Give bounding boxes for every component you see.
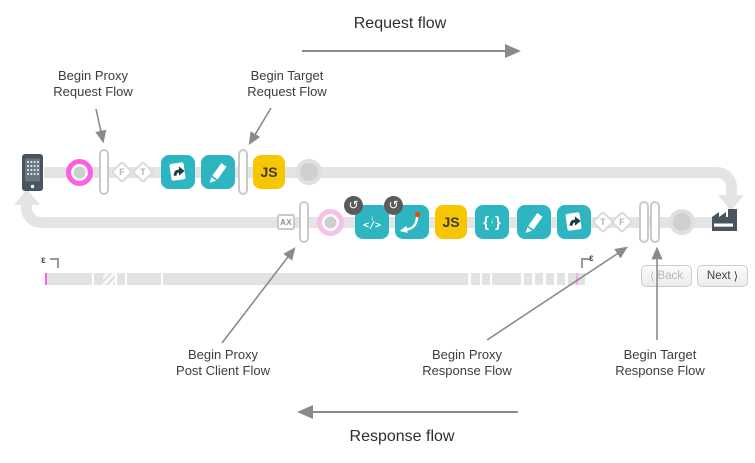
label-line: Response Flow [422,362,512,378]
analytics-ax-icon[interactable]: AX [277,214,295,230]
label-begin-target-request: Begin Target Request Flow [217,68,357,100]
down-arrow-glyph: ↓ [490,215,494,225]
timeline-segment[interactable] [471,273,480,285]
flow-capsule-begin-proxy-request[interactable] [99,149,109,195]
label-begin-target-response: Begin Target Response Flow [585,347,735,379]
code-glyph: ↓ </> [362,212,382,231]
flow-capsule-begin-proxy-response[interactable] [639,201,649,243]
timeline-segment[interactable] [578,273,585,285]
timeline-segment[interactable] [47,273,92,285]
transition-circle-proxy-start[interactable] [66,159,93,186]
transition-circle-target-end[interactable] [669,209,695,235]
timeline-cursor-tick[interactable] [576,273,578,285]
js-icon[interactable]: JS [253,155,285,189]
timeline-segment[interactable] [524,273,532,285]
label-line: Request Flow [247,83,327,99]
label-line: Response Flow [615,362,705,378]
js-icon[interactable]: JS [435,205,467,239]
response-track-arrowhead [14,189,40,205]
timeline-segment[interactable] [127,273,161,285]
timeline-segment[interactable] [557,273,565,285]
timeline-segment[interactable] [482,273,490,285]
condition-letter: T [140,167,146,177]
code-label: </> [362,219,382,231]
loop-badge-icon: ↺ [384,196,403,215]
condition-diamond-false[interactable]: F [110,160,134,184]
collapse-bracket-left [50,258,59,268]
flow-capsule-begin-target-request[interactable] [238,149,248,195]
pencil-icon[interactable] [517,205,551,239]
braces-icon[interactable]: { ↓ } [475,205,509,239]
flow-capsule-begin-post-client[interactable] [299,201,309,243]
loop-badge-icon: ↺ [344,196,363,215]
js-label: JS [442,214,460,230]
condition-letter: F [119,167,125,177]
timeline-segment[interactable] [492,273,521,285]
loop-glyph: ↺ [348,198,359,212]
factory-icon[interactable] [711,207,739,237]
brace-open: { [483,213,489,231]
timeline-segment[interactable] [117,273,125,285]
label-line: Begin Proxy [431,347,503,362]
loop-glyph: ↺ [388,198,399,212]
transition-circle-post-client[interactable] [317,209,344,236]
arrow-begin-proxy-post-client [221,247,296,344]
timeline-segment[interactable] [163,273,468,285]
pencil-icon[interactable] [201,155,235,189]
timeline-segment[interactable] [535,273,543,285]
collapse-epsilon-right: ε [589,253,594,264]
brace-close: } [495,213,501,231]
label-line: Begin Target [250,68,324,83]
request-track-corner [694,167,737,196]
transition-circle-target-start[interactable] [296,159,322,185]
timeline-segment[interactable] [546,273,554,285]
timeline-segment-hatched[interactable] [103,273,115,285]
timeline-segment[interactable] [568,273,576,285]
label-begin-proxy-post-client: Begin Proxy Post Client Flow [148,347,298,379]
flow-capsule-begin-target-response[interactable] [650,201,660,243]
response-flow-title: Response flow [302,428,502,446]
condition-letter: T [600,217,606,227]
request-track [44,167,694,178]
request-track-arrowhead [718,195,744,211]
back-button[interactable]: ⟨ Back [641,265,692,287]
ax-label: AX [280,217,292,227]
condition-diamond-false[interactable]: F [610,210,634,234]
label-line: Begin Target [623,347,697,362]
paper-arrow-icon[interactable] [161,155,195,189]
timeline-cursor-tick[interactable] [45,273,47,285]
smartphone-icon[interactable] [22,154,43,196]
condition-letter: F [619,217,625,227]
label-begin-proxy-request: Begin Proxy Request Flow [23,68,163,100]
chevron-right-icon: ⟩ [733,271,739,283]
down-arrow-glyph: ↓ [370,212,374,222]
collapse-epsilon-left: ε [41,255,46,266]
condition-diamond-true[interactable]: T [131,160,155,184]
label-line: Begin Proxy [57,68,129,83]
arrow-begin-target-request [248,107,272,146]
response-track-corner [21,204,67,228]
chevron-left-icon: ⟨ [649,271,655,283]
arrow-begin-proxy-request [95,108,107,144]
timeline-segment[interactable] [94,273,103,285]
response-track [66,217,714,228]
next-button-label: Next [706,270,731,282]
js-label: JS [260,164,278,180]
label-begin-proxy-response: Begin Proxy Response Flow [392,347,542,379]
request-flow-title-text: Request flow [353,15,447,32]
response-flow-title-text: Response flow [349,428,455,445]
label-line: Begin Proxy [187,347,259,362]
label-line: Post Client Flow [176,362,270,378]
paper-arrow-icon[interactable] [557,205,591,239]
label-line: Request Flow [53,83,133,99]
next-button[interactable]: Next ⟩ [697,265,748,287]
arrow-begin-proxy-response [486,246,629,341]
request-flow-title: Request flow [300,15,500,33]
braces-glyph: { ↓ } [483,214,501,231]
back-button-label: Back [657,270,684,282]
